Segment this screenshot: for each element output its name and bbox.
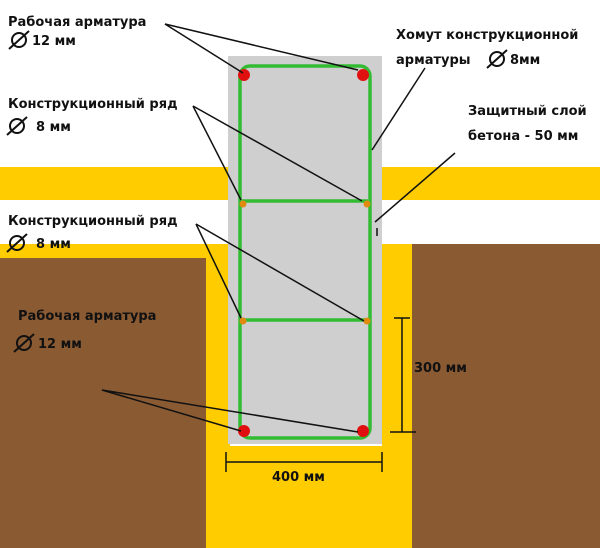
leader-working-bottom-left [101, 389, 242, 432]
label-height-dim: 300 мм [414, 361, 467, 376]
soil-right [412, 244, 600, 548]
label-working-rebar-top-dia: 12 мм [32, 34, 76, 49]
leader-row1-left [192, 105, 242, 201]
label-structural-row-2: Конструкционный ряд [8, 214, 178, 229]
label-working-rebar-bottom: Рабочая арматура [18, 309, 156, 324]
label-working-rebar-top: Рабочая арматура [8, 15, 146, 30]
working-rebar-top-right [357, 69, 369, 81]
diameter-icon [6, 233, 28, 253]
label-stirrup-line2: арматуры [396, 53, 471, 68]
leader-working-bottom-right [101, 389, 359, 433]
structural-rebar-lower-right [363, 317, 371, 325]
structural-rebar-upper-left [239, 200, 247, 208]
label-protective-line2: бетона - 50 мм [468, 129, 578, 144]
label-stirrup-line1: Хомут конструкционной [396, 28, 578, 43]
sand-layer-bottom [206, 446, 412, 548]
leader-lines [101, 23, 456, 433]
leader-working-top-right [164, 23, 359, 71]
leader-working-top-left [164, 23, 244, 74]
dimension-width [225, 452, 383, 472]
dimension-height [390, 317, 416, 433]
diameter-icon [486, 49, 508, 69]
label-width-dim: 400 мм [272, 470, 325, 485]
working-rebar-bottom-right [357, 425, 369, 437]
label-stirrup-dia: 8мм [510, 53, 540, 68]
leader-protective [374, 152, 456, 223]
leader-row2-right [195, 223, 365, 322]
leader-row2-left [195, 223, 242, 319]
leader-row1-right [192, 105, 363, 202]
concrete-column [228, 56, 382, 444]
label-structural-row-2-dia: 8 мм [36, 237, 71, 252]
structural-rebar-lower-left [239, 317, 247, 325]
label-structural-row-1: Конструкционный ряд [8, 97, 178, 112]
diameter-icon [8, 30, 30, 50]
label-working-rebar-bottom-dia: 12 мм [38, 337, 82, 352]
leader-stirrup [371, 67, 426, 151]
diameter-icon [6, 116, 28, 136]
working-rebar-bottom-left [238, 425, 250, 437]
label-structural-row-1-dia: 8 мм [36, 120, 71, 135]
label-protective-line1: Защитный слой [468, 104, 587, 119]
diameter-icon [13, 333, 35, 353]
structural-rebar-upper-right [363, 200, 371, 208]
stirrup-outline [238, 64, 372, 440]
